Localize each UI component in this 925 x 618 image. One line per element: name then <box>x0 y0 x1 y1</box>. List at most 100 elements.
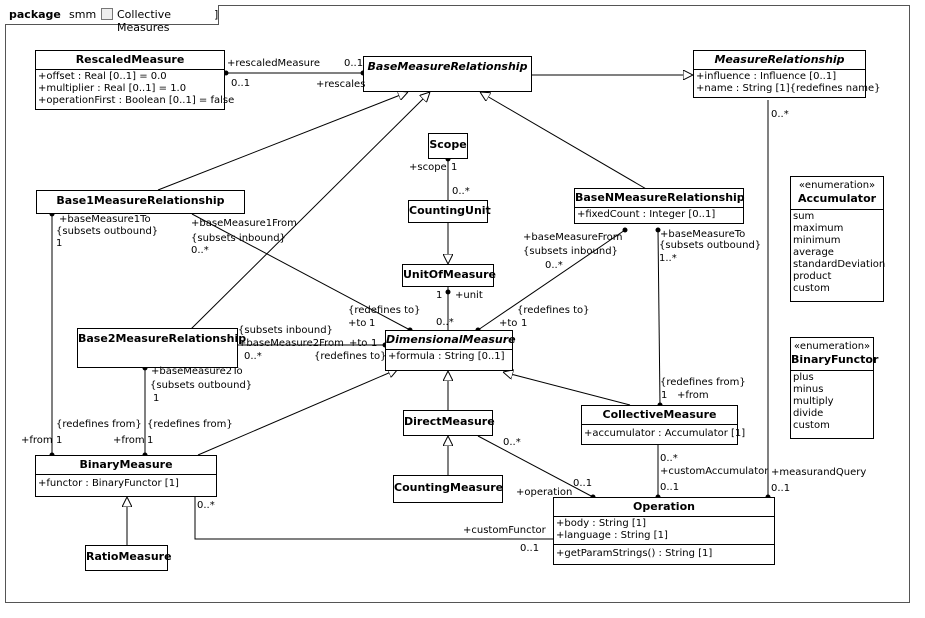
class-name: MeasureRelationship <box>714 53 845 66</box>
role-label: +baseMeasure2To <box>151 366 243 377</box>
role-label: +operation <box>516 487 573 498</box>
role-label: +to <box>349 338 368 349</box>
attribute: +influence : Influence [0..1] <box>696 71 837 82</box>
class-counting-measure[interactable]: CountingMeasure <box>393 475 503 503</box>
class-counting-unit[interactable]: CountingUnit <box>408 200 491 223</box>
gen-base2 <box>189 92 430 331</box>
stereotype: «enumeration» <box>798 180 876 191</box>
multiplicity-label: 0..1 <box>231 78 251 89</box>
class-name: UnitOfMeasure <box>403 268 497 281</box>
enum-literal: standardDeviation <box>793 259 886 270</box>
constraint-label: {subsets inbound} <box>238 325 333 336</box>
gen-binary <box>197 369 398 456</box>
enum-literal: divide <box>793 408 824 419</box>
package-tab: package smm Collective Measures ] <box>5 5 219 34</box>
assoc-end-dot <box>622 227 628 233</box>
multiplicity-label: 0..* <box>244 351 262 362</box>
class-name: RescaledMeasure <box>75 53 185 66</box>
constraint-label: {subsets inbound} <box>191 233 286 244</box>
class-name: DimensionalMeasure <box>386 333 516 346</box>
class-rescaled-measure[interactable]: RescaledMeasure +offset : Real [0..1] = … <box>35 50 235 110</box>
multiplicity-label: 1 <box>371 338 378 349</box>
enum-literal: minus <box>793 384 824 395</box>
multiplicity-label: 0..1 <box>771 483 791 494</box>
package-tab-bracket: ] <box>214 8 219 21</box>
diagram-icon <box>101 8 113 20</box>
constraint-label: {subsets outbound} <box>150 380 253 391</box>
class-operation[interactable]: Operation +body : String [1] +language :… <box>553 497 775 565</box>
attribute: +operationFirst : Boolean [0..1] = false <box>38 95 235 106</box>
multiplicity-label: 1 <box>153 393 160 404</box>
constraint-label: {redefines from} <box>660 377 746 388</box>
enum-accumulator[interactable]: «enumeration» Accumulator sum maximum mi… <box>790 176 886 302</box>
multiplicity-label: 0..* <box>436 317 454 328</box>
multiplicity-label: 1 <box>436 290 443 301</box>
class-binary-measure[interactable]: BinaryMeasure +functor : BinaryFunctor [… <box>35 455 217 497</box>
class-unit-of-measure[interactable]: UnitOfMeasure <box>402 264 497 287</box>
multiplicity-label: 0..1 <box>660 482 680 493</box>
role-label: +from <box>21 435 53 446</box>
class-direct-measure[interactable]: DirectMeasure <box>403 410 495 436</box>
enum-literal: plus <box>793 372 814 383</box>
role-label: +baseMeasure1From <box>191 218 297 229</box>
class-base1-measure-relationship[interactable]: Base1MeasureRelationship <box>36 190 245 214</box>
operation: +getParamStrings() : String [1] <box>556 548 713 559</box>
attributes-compartment: +body : String [1] +language : String [1… <box>554 516 774 544</box>
constraint-label: {subsets outbound} <box>56 226 159 237</box>
multiplicity-label: 0..1 <box>573 478 593 489</box>
gen-base1 <box>157 92 408 191</box>
attributes-compartment: +influence : Influence [0..1] +name : St… <box>694 69 881 97</box>
constraint-label: {redefines to} <box>348 305 421 316</box>
enum-literal: custom <box>793 283 830 294</box>
constraint-label: {redefines from} <box>56 419 142 430</box>
constraint-label: {redefines from} <box>147 419 233 430</box>
attribute: +formula : String [0..1] <box>388 351 505 362</box>
class-name: CountingMeasure <box>394 481 504 494</box>
attribute: +name : String [1]{redefines name} <box>696 83 881 94</box>
class-name: BinaryMeasure <box>79 458 173 471</box>
attributes-compartment: +offset : Real [0..1] = 0.0 +multiplier … <box>36 69 235 109</box>
class-scope[interactable]: Scope <box>428 133 468 159</box>
enum-literal: multiply <box>793 396 834 407</box>
constraint-label: {redefines to} <box>314 351 387 362</box>
assoc-direct-operation <box>477 435 594 498</box>
class-measure-relationship[interactable]: MeasureRelationship +influence : Influen… <box>693 50 881 98</box>
role-label: +to <box>348 318 367 329</box>
assoc-end-dot <box>445 289 451 295</box>
role-label: +baseMeasure2From <box>238 338 344 349</box>
multiplicity-label: 1 <box>56 435 63 446</box>
assoc-basen-from <box>477 229 626 331</box>
class-base-measure-relationship[interactable]: BaseMeasureRelationship <box>363 56 532 92</box>
attributes-compartment: +accumulator : Accumulator [1] <box>582 424 745 444</box>
class-name: Operation <box>633 500 695 513</box>
role-label: +baseMeasureFrom <box>523 232 623 243</box>
class-name: BaseMeasureRelationship <box>367 60 528 73</box>
attribute: +multiplier : Real [0..1] = 1.0 <box>38 83 187 94</box>
multiplicity-label: 1 <box>369 318 376 329</box>
enum-literal: average <box>793 247 834 258</box>
class-name: Base1MeasureRelationship <box>56 194 225 207</box>
enum-binary-functor[interactable]: «enumeration» BinaryFunctor plus minus m… <box>790 337 879 439</box>
role-label: +from <box>113 435 145 446</box>
role-label: +measurandQuery <box>771 467 867 478</box>
class-collective-measure[interactable]: CollectiveMeasure +accumulator : Accumul… <box>581 405 745 445</box>
multiplicity-label: 0..1 <box>344 58 364 69</box>
class-name: CollectiveMeasure <box>602 408 717 421</box>
class-base2-measure-relationship[interactable]: Base2MeasureRelationship <box>77 328 246 368</box>
role-label: +rescales <box>316 79 366 90</box>
role-label: +rescaledMeasure <box>227 58 321 69</box>
class-name: DirectMeasure <box>404 415 495 428</box>
literals-compartment: sum maximum minimum average standardDevi… <box>791 209 886 301</box>
assoc-base1-from <box>191 213 411 331</box>
assoc-basen-to <box>657 229 661 406</box>
class-dimensional-measure[interactable]: DimensionalMeasure +formula : String [0.… <box>385 330 516 371</box>
multiplicity-label: 1..* <box>659 253 677 264</box>
role-label: +baseMeasureTo <box>660 229 746 240</box>
class-name: RatioMeasure <box>86 550 172 563</box>
class-basen-measure-relationship[interactable]: BaseNMeasureRelationship +fixedCount : I… <box>574 188 745 224</box>
class-ratio-measure[interactable]: RatioMeasure <box>85 545 172 571</box>
constraint-label: {redefines to} <box>517 305 590 316</box>
class-name: BinaryFunctor <box>791 353 879 366</box>
package-namespace: smm <box>69 8 97 21</box>
multiplicity-label: 1 <box>147 435 154 446</box>
